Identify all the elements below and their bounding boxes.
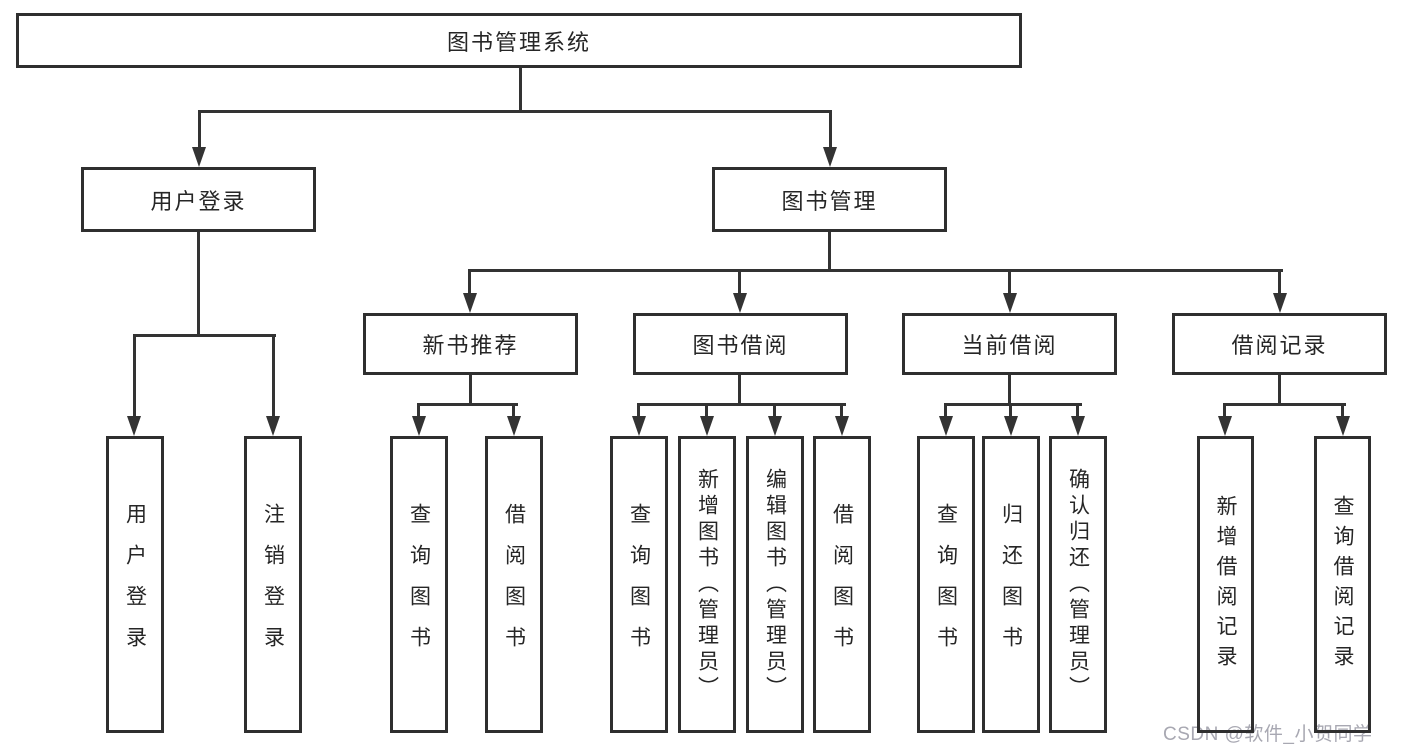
arrowhead-cb-query bbox=[939, 416, 953, 436]
connector-drop-bb-borrow bbox=[840, 403, 843, 418]
arrowhead-book-borrow bbox=[733, 293, 747, 313]
arrowhead-bb-add bbox=[700, 416, 714, 436]
connector-root-stem bbox=[519, 68, 522, 112]
leaf-user-login-label: 用户登录 bbox=[123, 502, 147, 667]
leaf-bb-add-book-admin: 新增图书（管理员） bbox=[678, 436, 736, 733]
leaf-logout-label: 注销登录 bbox=[261, 502, 285, 667]
connector-user-login-crossbar bbox=[133, 334, 276, 337]
leaf-br-query-record-label: 查询借阅记录 bbox=[1331, 494, 1354, 675]
leaf-nb-borrow-book-label: 借阅图书 bbox=[502, 502, 526, 667]
arrowhead-leaf-login bbox=[127, 416, 141, 436]
connector-drop-book-mgmt bbox=[829, 110, 832, 150]
leaf-br-add-record-label: 新增借阅记录 bbox=[1214, 494, 1237, 675]
arrowhead-br-query bbox=[1336, 416, 1350, 436]
node-current-borrow-label: 当前借阅 bbox=[961, 333, 1058, 358]
connector-drop-borrow-record bbox=[1278, 269, 1281, 295]
arrowhead-leaf-logout bbox=[266, 416, 280, 436]
leaf-cb-return-book-label: 归还图书 bbox=[999, 502, 1023, 667]
leaf-bb-add-book-admin-label: 新增图书（管理员） bbox=[695, 467, 719, 702]
node-new-book-label: 新书推荐 bbox=[422, 333, 519, 358]
connector-drop-cb-return bbox=[1009, 403, 1012, 418]
leaf-br-add-record: 新增借阅记录 bbox=[1197, 436, 1254, 733]
connector-drop-new-book bbox=[468, 269, 471, 295]
leaf-cb-confirm-return-admin-label: 确认归还（管理员） bbox=[1066, 467, 1090, 702]
node-current-borrow: 当前借阅 bbox=[902, 313, 1117, 375]
leaf-bb-edit-book-admin: 编辑图书（管理员） bbox=[746, 436, 804, 733]
leaf-cb-return-book: 归还图书 bbox=[982, 436, 1040, 733]
leaf-nb-query-book-label: 查询图书 bbox=[407, 502, 431, 667]
csdn-watermark: CSDN @软件_小贺同学 bbox=[1163, 724, 1373, 745]
arrowhead-new-book bbox=[463, 293, 477, 313]
connector-drop-leaf-login bbox=[133, 334, 136, 418]
connector-borrow-record-stem bbox=[1278, 375, 1281, 405]
arrowhead-nb-borrow bbox=[507, 416, 521, 436]
leaf-logout: 注销登录 bbox=[244, 436, 302, 733]
arrowhead-br-add bbox=[1218, 416, 1232, 436]
connector-drop-br-add bbox=[1223, 403, 1226, 418]
connector-user-login-stem bbox=[197, 232, 200, 336]
node-book-borrow: 图书借阅 bbox=[633, 313, 848, 375]
arrowhead-bb-edit bbox=[768, 416, 782, 436]
connector-drop-bb-query bbox=[637, 403, 640, 418]
connector-drop-bb-add bbox=[705, 403, 708, 418]
node-user-login-label: 用户登录 bbox=[150, 188, 247, 214]
connector-drop-cb-confirm bbox=[1076, 403, 1079, 418]
connector-root-crossbar bbox=[198, 110, 832, 113]
node-root: 图书管理系统 bbox=[16, 13, 1022, 68]
leaf-br-query-record: 查询借阅记录 bbox=[1314, 436, 1371, 733]
leaf-nb-query-book: 查询图书 bbox=[390, 436, 448, 733]
connector-drop-cb-query bbox=[944, 403, 947, 418]
leaf-bb-borrow-book-label: 借阅图书 bbox=[830, 502, 854, 667]
connector-drop-user-login bbox=[198, 110, 201, 150]
node-book-mgmt: 图书管理 bbox=[712, 167, 947, 232]
node-borrow-record-label: 借阅记录 bbox=[1231, 333, 1328, 358]
leaf-nb-borrow-book: 借阅图书 bbox=[485, 436, 543, 733]
node-new-book-recommend: 新书推荐 bbox=[363, 313, 578, 375]
arrowhead-borrow-record bbox=[1273, 293, 1287, 313]
connector-current-borrow-stem bbox=[1008, 375, 1011, 405]
connector-drop-nb-query bbox=[417, 403, 420, 418]
connector-book-borrow-stem bbox=[738, 375, 741, 405]
connector-book-borrow-crossbar bbox=[637, 403, 846, 406]
arrowhead-bb-query bbox=[632, 416, 646, 436]
arrowhead-current-borrow bbox=[1003, 293, 1017, 313]
connector-current-borrow-crossbar bbox=[944, 403, 1082, 406]
arrowhead-bb-borrow bbox=[835, 416, 849, 436]
arrowhead-book-mgmt bbox=[823, 147, 837, 167]
leaf-bb-query-book: 查询图书 bbox=[610, 436, 668, 733]
connector-book-mgmt-crossbar bbox=[469, 269, 1283, 272]
arrowhead-user-login bbox=[192, 147, 206, 167]
connector-drop-br-query bbox=[1341, 403, 1344, 418]
connector-borrow-record-crossbar bbox=[1223, 403, 1346, 406]
connector-drop-leaf-logout bbox=[272, 334, 275, 418]
leaf-bb-borrow-book: 借阅图书 bbox=[813, 436, 871, 733]
arrowhead-cb-return bbox=[1004, 416, 1018, 436]
connector-new-book-stem bbox=[469, 375, 472, 405]
connector-drop-nb-borrow bbox=[512, 403, 515, 418]
leaf-cb-query-book: 查询图书 bbox=[917, 436, 975, 733]
arrowhead-nb-query bbox=[412, 416, 426, 436]
leaf-cb-query-book-label: 查询图书 bbox=[934, 502, 958, 667]
arrowhead-cb-confirm bbox=[1071, 416, 1085, 436]
connector-drop-book-borrow bbox=[738, 269, 741, 295]
connector-drop-bb-edit bbox=[773, 403, 776, 418]
connector-book-mgmt-stem bbox=[828, 232, 831, 272]
leaf-cb-confirm-return-admin: 确认归还（管理员） bbox=[1049, 436, 1107, 733]
node-borrow-record: 借阅记录 bbox=[1172, 313, 1387, 375]
node-root-label: 图书管理系统 bbox=[446, 29, 591, 55]
node-user-login: 用户登录 bbox=[81, 167, 316, 232]
node-book-mgmt-label: 图书管理 bbox=[781, 188, 878, 214]
leaf-bb-query-book-label: 查询图书 bbox=[627, 502, 651, 667]
leaf-user-login: 用户登录 bbox=[106, 436, 164, 733]
leaf-bb-edit-book-admin-label: 编辑图书（管理员） bbox=[763, 467, 787, 702]
connector-drop-current-borrow bbox=[1008, 269, 1011, 295]
connector-new-book-crossbar bbox=[417, 403, 518, 406]
node-book-borrow-label: 图书借阅 bbox=[692, 333, 789, 358]
